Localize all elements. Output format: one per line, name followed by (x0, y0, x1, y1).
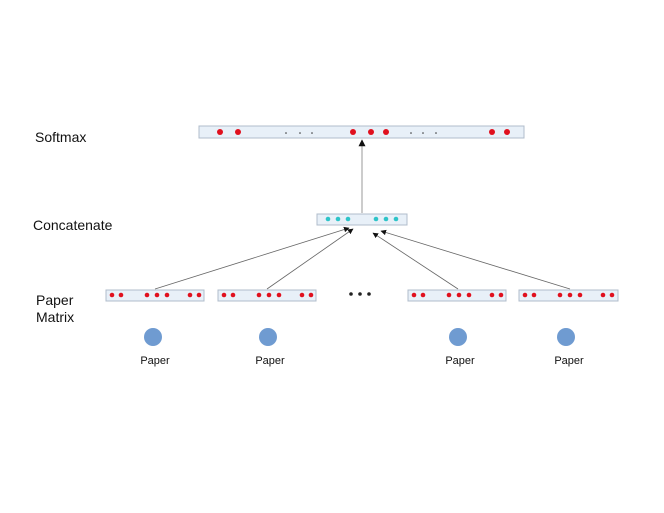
paper-caption-3: Paper (445, 355, 475, 367)
concatenate-dot (325, 216, 331, 222)
paper-caption-1: Paper (140, 355, 170, 367)
softmax-dot (217, 129, 223, 135)
paper-matrix-label: Paper Matrix (36, 292, 74, 326)
softmax-dot (368, 129, 374, 135)
paper-matrix-label-line2: Matrix (36, 309, 75, 325)
concatenate-dot (393, 216, 399, 222)
softmax-ellipsis-dot (410, 132, 412, 134)
paper-node-2 (259, 328, 277, 346)
softmax-ellipsis-dot (299, 132, 301, 134)
softmax-dot (504, 129, 510, 135)
paper-node-1 (144, 328, 162, 346)
paper-vector-4 (518, 289, 619, 302)
concatenate-vector (316, 213, 408, 226)
softmax-dot (235, 129, 241, 135)
concatenate-label: Concatenate (33, 217, 113, 233)
arrow-paper-3-to-concatenate (372, 232, 459, 290)
softmax-dot (350, 129, 356, 135)
concatenate-dot (335, 216, 341, 222)
paper-vector-1 (105, 289, 205, 302)
softmax-ellipsis-dot (311, 132, 313, 134)
paper-caption-2: Paper (255, 355, 285, 367)
softmax-ellipsis-dot (422, 132, 424, 134)
concatenate-dot (383, 216, 389, 222)
paper-node-3 (449, 328, 467, 346)
concatenate-dot (345, 216, 351, 222)
arrow-paper-1-to-concatenate (154, 226, 350, 290)
softmax-ellipsis-dot (285, 132, 287, 134)
paper-vector-3 (407, 289, 507, 302)
arrow-paper-4-to-concatenate (380, 229, 571, 290)
paper-node-4 (557, 328, 575, 346)
arrow-paper-2-to-concatenate (266, 228, 354, 290)
softmax-vector (198, 125, 525, 139)
paper-matrix-label-line1: Paper (36, 292, 74, 308)
vector-ellipsis (349, 292, 371, 296)
softmax-dot (489, 129, 495, 135)
paper-caption-4: Paper (554, 355, 584, 367)
softmax-ellipsis-dot (435, 132, 437, 134)
softmax-dot (383, 129, 389, 135)
softmax-label: Softmax (35, 129, 87, 145)
concatenate-dot (373, 216, 379, 222)
paper-vector-2 (217, 289, 317, 302)
